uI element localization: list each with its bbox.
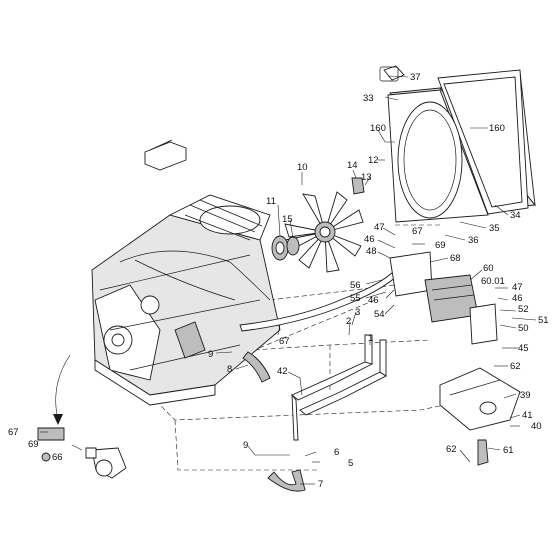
callout-42: 42 [277, 366, 288, 377]
callout-68: 68 [450, 253, 461, 264]
callout-47-right: 47 [512, 282, 523, 293]
callout-12: 12 [368, 155, 379, 166]
orientation-arrow [144, 139, 187, 171]
callout-15: 15 [282, 214, 293, 225]
radiator-assembly [383, 65, 536, 223]
callout-37: 37 [410, 72, 421, 83]
callout-46-upper: 46 [364, 234, 375, 245]
lower-left-parts [37, 354, 127, 479]
callout-33: 33 [363, 93, 374, 104]
callout-62-upper: 62 [510, 361, 521, 372]
callout-6: 6 [334, 447, 339, 458]
callout-47-upper: 47 [374, 222, 385, 233]
callout-67-upper: 67 [412, 226, 423, 237]
callout-51: 51 [538, 315, 549, 326]
callout-66: 66 [52, 452, 63, 463]
callout-10: 10 [297, 162, 308, 173]
callout-160-left: 160 [370, 123, 386, 134]
engine-block [91, 194, 281, 406]
callout-34: 34 [510, 210, 521, 221]
callout-41: 41 [522, 410, 533, 421]
callout-11: 11 [266, 196, 276, 207]
callout-2: 2 [346, 316, 351, 327]
callout-9-lower: 9 [243, 440, 248, 451]
fan-assembly [271, 177, 365, 273]
bracket-68 [389, 251, 433, 297]
callout-13: 13 [361, 172, 372, 183]
callout-40: 40 [531, 421, 542, 432]
callout-67-lower-left: 67 [8, 427, 19, 438]
callout-7: 7 [318, 479, 323, 490]
callout-54: 54 [374, 309, 385, 320]
callout-48: 48 [366, 246, 377, 257]
callout-labels: 37 33 160 160 12 10 14 13 34 35 36 11 15… [8, 66, 549, 490]
callout-160-right: 160 [489, 123, 505, 134]
callout-55: 55 [350, 293, 361, 304]
callout-67-middle: 67 [279, 336, 290, 347]
callout-60-01: 60.01 [481, 276, 505, 287]
expansion-tank-60 [424, 274, 498, 345]
callout-56: 56 [350, 280, 361, 291]
callout-1: 1 [368, 333, 373, 344]
leader-lines [40, 75, 537, 485]
callout-5: 5 [348, 458, 353, 469]
callout-45: 45 [518, 343, 529, 354]
pipe-assembly-1 [291, 334, 387, 441]
hose-61 [477, 439, 489, 466]
callout-39: 39 [520, 390, 531, 401]
callout-62-lower: 62 [446, 444, 457, 455]
clip-part-37 [383, 65, 405, 81]
hose-7 [267, 469, 306, 492]
guard-plate-39 [439, 367, 521, 431]
callout-60: 60 [483, 263, 494, 274]
callout-14: 14 [347, 160, 358, 171]
callout-35: 35 [489, 223, 500, 234]
callout-52: 52 [518, 304, 529, 315]
callout-46-right: 46 [512, 293, 523, 304]
callout-36: 36 [468, 235, 479, 246]
callout-69-upper: 69 [435, 240, 446, 251]
callout-69-lower-left: 69 [28, 439, 39, 450]
callout-37-box [379, 66, 399, 82]
callout-46-lower: 46 [368, 295, 379, 306]
callout-8: 8 [227, 364, 232, 375]
callout-50: 50 [518, 323, 529, 334]
callout-3: 3 [355, 307, 360, 318]
callout-61: 61 [503, 445, 514, 456]
callout-9-upper: 9 [208, 349, 213, 360]
hose-8 [242, 351, 271, 383]
